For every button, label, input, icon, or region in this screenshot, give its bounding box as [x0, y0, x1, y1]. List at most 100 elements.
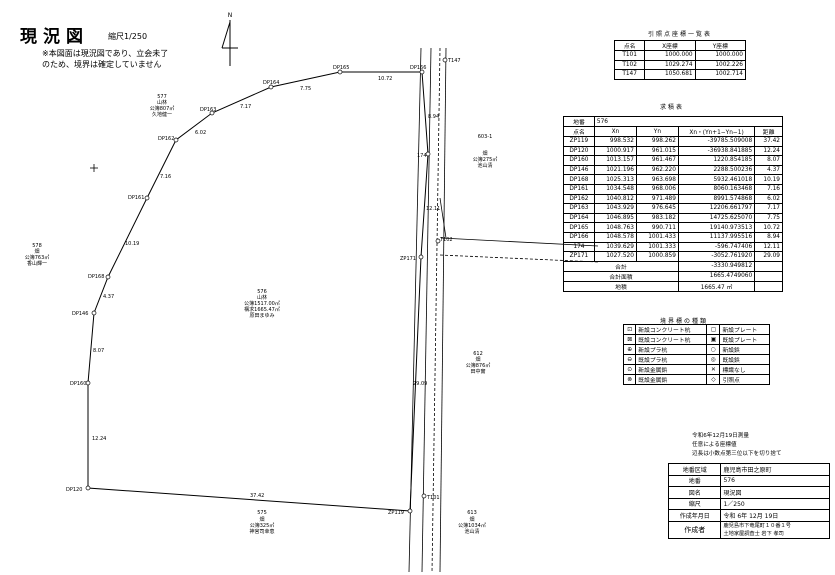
survey-note: 令和6年12月19日測量 任意による座標値 辺長は小数点第三位以下を切り捨て: [692, 433, 782, 457]
legend-row: ⊕新設プラ杭○新設鋲: [622, 344, 770, 355]
svg-text:畑: 畑: [469, 516, 474, 523]
point-label: DP120: [66, 487, 82, 493]
legend-caption: 境界標の種類: [660, 318, 709, 325]
svg-text:575: 575: [257, 510, 267, 516]
parcel-612: 612 畑 公簿876㎡ 田中實: [466, 351, 491, 375]
distance-label: 8.94: [428, 114, 439, 120]
svg-text:612: 612: [473, 351, 483, 357]
marker-symbol-icon: ⊗: [622, 374, 637, 385]
parcel-603-1: 603-1 畑 公簿275㎡ 池山清: [473, 134, 498, 169]
point-label: 174: [417, 153, 427, 159]
distance-label: 12.24: [92, 436, 106, 442]
boundary-marker-legend: ⊡新設コンクリート杭▢新設プレート⊠既設コンクリート杭▣既設プレート⊕新設プラ杭…: [622, 324, 770, 385]
svg-text:公簿763㎡: 公簿763㎡: [25, 254, 50, 261]
page-title: 現況図: [20, 27, 89, 47]
point-label: DP165: [333, 65, 349, 71]
parcel-578: 578 畑 公簿763㎡ 香山輝一: [25, 243, 50, 267]
svg-text:畑: 畑: [475, 356, 480, 363]
disclaimer-note: ※本図面は現況図であり、立会未了 のため、境界は確定していません: [42, 49, 169, 69]
marker-symbol-icon: ○: [706, 344, 721, 355]
distance-label: 7.16: [160, 174, 171, 180]
point-label: DP162: [158, 136, 174, 142]
parcel-575: 575 畑 公簿325㎡ 神宮司幸恵: [249, 510, 274, 535]
distance-label: 7.17: [240, 104, 251, 110]
marker-symbol-icon: ⊙: [622, 364, 637, 375]
table-row: 作成年月日令和 6年 12月 19日: [667, 509, 830, 522]
svg-text:池山清: 池山清: [464, 528, 479, 535]
table-row: 地番区域鹿児島市田之原町: [667, 463, 830, 476]
point-label: DP146: [72, 311, 88, 317]
marker-symbol-icon: ✕: [706, 364, 721, 375]
point-label: ZP171: [400, 256, 416, 262]
svg-text:畑: 畑: [259, 516, 264, 523]
parcel-577: 577 山林 公簿807㎡ 久地健一: [150, 94, 175, 118]
survey-plot: DP165 DP166 DP164 DP163 DP162 DP161 DP16…: [25, 47, 599, 573]
area-table-caption: 求積表: [660, 104, 685, 111]
svg-text:576: 576: [257, 289, 267, 295]
point-label: T101: [426, 495, 440, 501]
svg-text:公簿325㎡: 公簿325㎡: [250, 522, 275, 529]
parcel-boundary: [87, 71, 429, 512]
table-row: 図名現況図: [667, 486, 830, 499]
cross-mark-icon: [90, 164, 98, 172]
svg-text:神宮司幸恵: 神宮司幸恵: [249, 528, 274, 535]
legend-row: ⊡新設コンクリート杭▢新設プレート: [622, 324, 770, 335]
distance-label: 10.19: [125, 241, 139, 247]
marker-symbol-icon: ▢: [706, 324, 721, 335]
marker-symbol-icon: ⊡: [622, 324, 637, 335]
distance-label: 10.72: [378, 76, 392, 82]
legend-row: ⊠既設コンクリート杭▣既設プレート: [622, 334, 770, 345]
svg-text:畑: 畑: [482, 150, 487, 157]
marker-symbol-icon: ⊖: [622, 354, 637, 365]
svg-text:公簿1034㎡: 公簿1034㎡: [458, 522, 486, 529]
distance-label: 29.09: [413, 381, 427, 387]
legend-row: ⊙新設金属鋲✕標識なし: [622, 364, 770, 375]
svg-text:613: 613: [467, 510, 477, 516]
marker-symbol-icon: ⊕: [622, 344, 637, 355]
svg-text:畑: 畑: [34, 248, 39, 255]
svg-text:公簿275㎡: 公簿275㎡: [473, 156, 498, 163]
point-label: DP160: [70, 381, 86, 387]
svg-text:田中實: 田中實: [470, 368, 485, 375]
parcel-613: 613 畑 公簿1034㎡ 池山清: [458, 510, 486, 535]
point-label: DP168: [88, 274, 104, 280]
svg-text:原田まゆみ: 原田まゆみ: [249, 313, 274, 319]
svg-text:香山輝一: 香山輝一: [27, 260, 47, 267]
svg-text:山林: 山林: [157, 99, 167, 106]
scale-label: 縮尺1/250: [108, 32, 148, 41]
point-label: DP161: [128, 195, 144, 201]
marker-symbol-icon: ▣: [706, 334, 721, 345]
marker-symbol-icon: ⊠: [622, 334, 637, 345]
svg-text:公簿807㎡: 公簿807㎡: [150, 105, 175, 112]
svg-text:池山清: 池山清: [477, 162, 492, 169]
north-arrow-icon: N: [221, 12, 238, 66]
legend-row: ⊗既設金属鋲◇引照点: [622, 374, 770, 385]
point-label: ZP119: [388, 510, 404, 516]
point-label: DP164: [263, 80, 279, 86]
svg-text:久地健一: 久地健一: [152, 111, 172, 118]
svg-text:603-1: 603-1: [478, 134, 493, 140]
svg-text:公簿876㎡: 公簿876㎡: [466, 362, 491, 369]
svg-text:577: 577: [157, 94, 167, 100]
distance-label: 6.02: [195, 130, 206, 136]
distance-label: 4.37: [103, 294, 114, 300]
svg-text:N: N: [228, 12, 233, 19]
distance-label: 12.11: [426, 206, 440, 212]
